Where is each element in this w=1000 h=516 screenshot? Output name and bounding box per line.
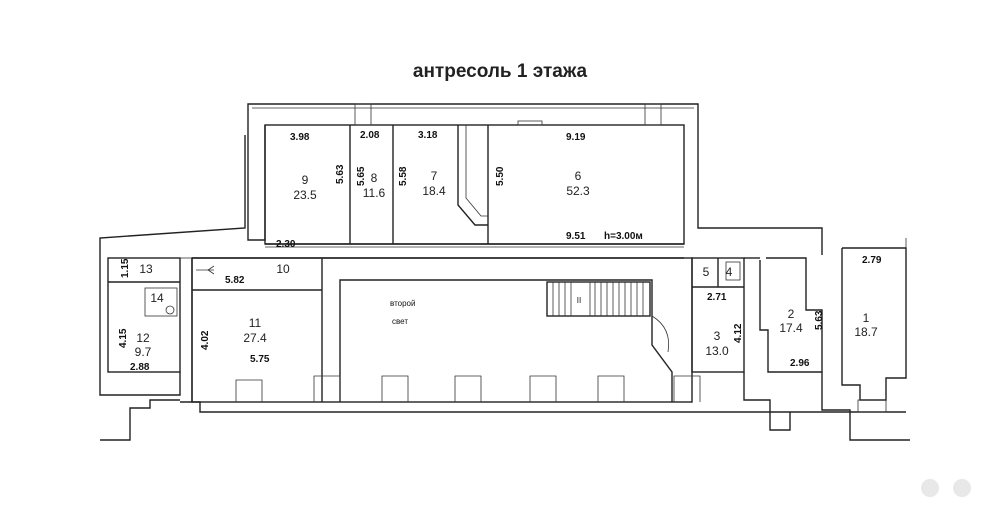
dim-3-18: 3.18: [418, 130, 438, 141]
far-right-rooms: [759, 238, 907, 401]
dim-1-15: 1.15: [120, 258, 131, 278]
dim-5-63-room9: 5.63: [335, 164, 346, 184]
dim-5-82: 5.82: [225, 275, 245, 286]
room-13-number: 13: [139, 262, 153, 276]
room-1-number: 1: [863, 311, 870, 325]
room-8-area: 11.6: [363, 186, 386, 200]
room-9-number: 9: [302, 173, 309, 187]
dim-2-96: 2.96: [790, 358, 810, 369]
room-4-number: 4: [726, 265, 733, 279]
room-7-number: 7: [431, 169, 438, 183]
outer-walls: [99, 103, 823, 380]
dim-5-63-room2: 5.63: [814, 310, 825, 330]
dim-2-88: 2.88: [130, 362, 150, 373]
right-section: [691, 257, 760, 373]
room-2-number: 2: [788, 307, 795, 321]
stair-label: II: [577, 296, 581, 305]
dim-9-51: 9.51: [566, 231, 586, 242]
room-8-number: 8: [371, 171, 378, 185]
room-10-number: 10: [276, 262, 290, 276]
second-light-line1: второй: [390, 299, 415, 308]
dim-5-58: 5.58: [398, 166, 409, 186]
ceiling-height-label: h=3.00м: [604, 231, 643, 242]
dim-5-50: 5.50: [495, 166, 506, 186]
front-facade: [100, 372, 910, 441]
room-6-area: 52.3: [566, 184, 590, 198]
dim-4-15: 4.15: [118, 328, 129, 348]
dim-5-75: 5.75: [250, 354, 270, 365]
room-3-area: 13.0: [705, 344, 729, 358]
room-9-area: 23.5: [293, 188, 317, 202]
dim-5-65: 5.65: [356, 166, 367, 186]
dim-2-79: 2.79: [862, 255, 882, 266]
dim-3-98: 3.98: [290, 132, 310, 143]
dim-2-71: 2.71: [707, 292, 727, 303]
room-12-number: 12: [136, 331, 150, 345]
room-11-area: 27.4: [243, 331, 267, 345]
watermark: [921, 479, 971, 497]
room-5-number: 5: [703, 265, 710, 279]
room-11-number: 11: [249, 316, 262, 330]
room-14-number: 14: [150, 291, 164, 305]
dim-9-19: 9.19: [566, 132, 586, 143]
plan-title: антресоль 1 этажа: [413, 61, 588, 82]
left-wing: [99, 257, 192, 396]
room-labels: 9 23.5 8 11.6 7 18.4 6 52.3 10 11 27.4 1…: [135, 169, 878, 359]
room-12-area: 9.7: [135, 345, 152, 359]
dimension-labels: 3.98 2.08 3.18 9.19 5.63 5.65 5.58 5.50 …: [118, 130, 882, 373]
room-2-area: 17.4: [779, 321, 803, 335]
dim-4-12: 4.12: [733, 323, 744, 343]
dim-2-30: 2.30: [276, 239, 296, 250]
second-light-line2: свет: [392, 317, 408, 326]
dim-4-02: 4.02: [200, 330, 211, 350]
middle-section: [191, 257, 693, 403]
room-1-area: 18.7: [854, 325, 878, 339]
room-3-number: 3: [714, 329, 721, 343]
room-7-area: 18.4: [422, 184, 446, 198]
room-6-number: 6: [575, 169, 582, 183]
dim-2-08: 2.08: [360, 130, 380, 141]
